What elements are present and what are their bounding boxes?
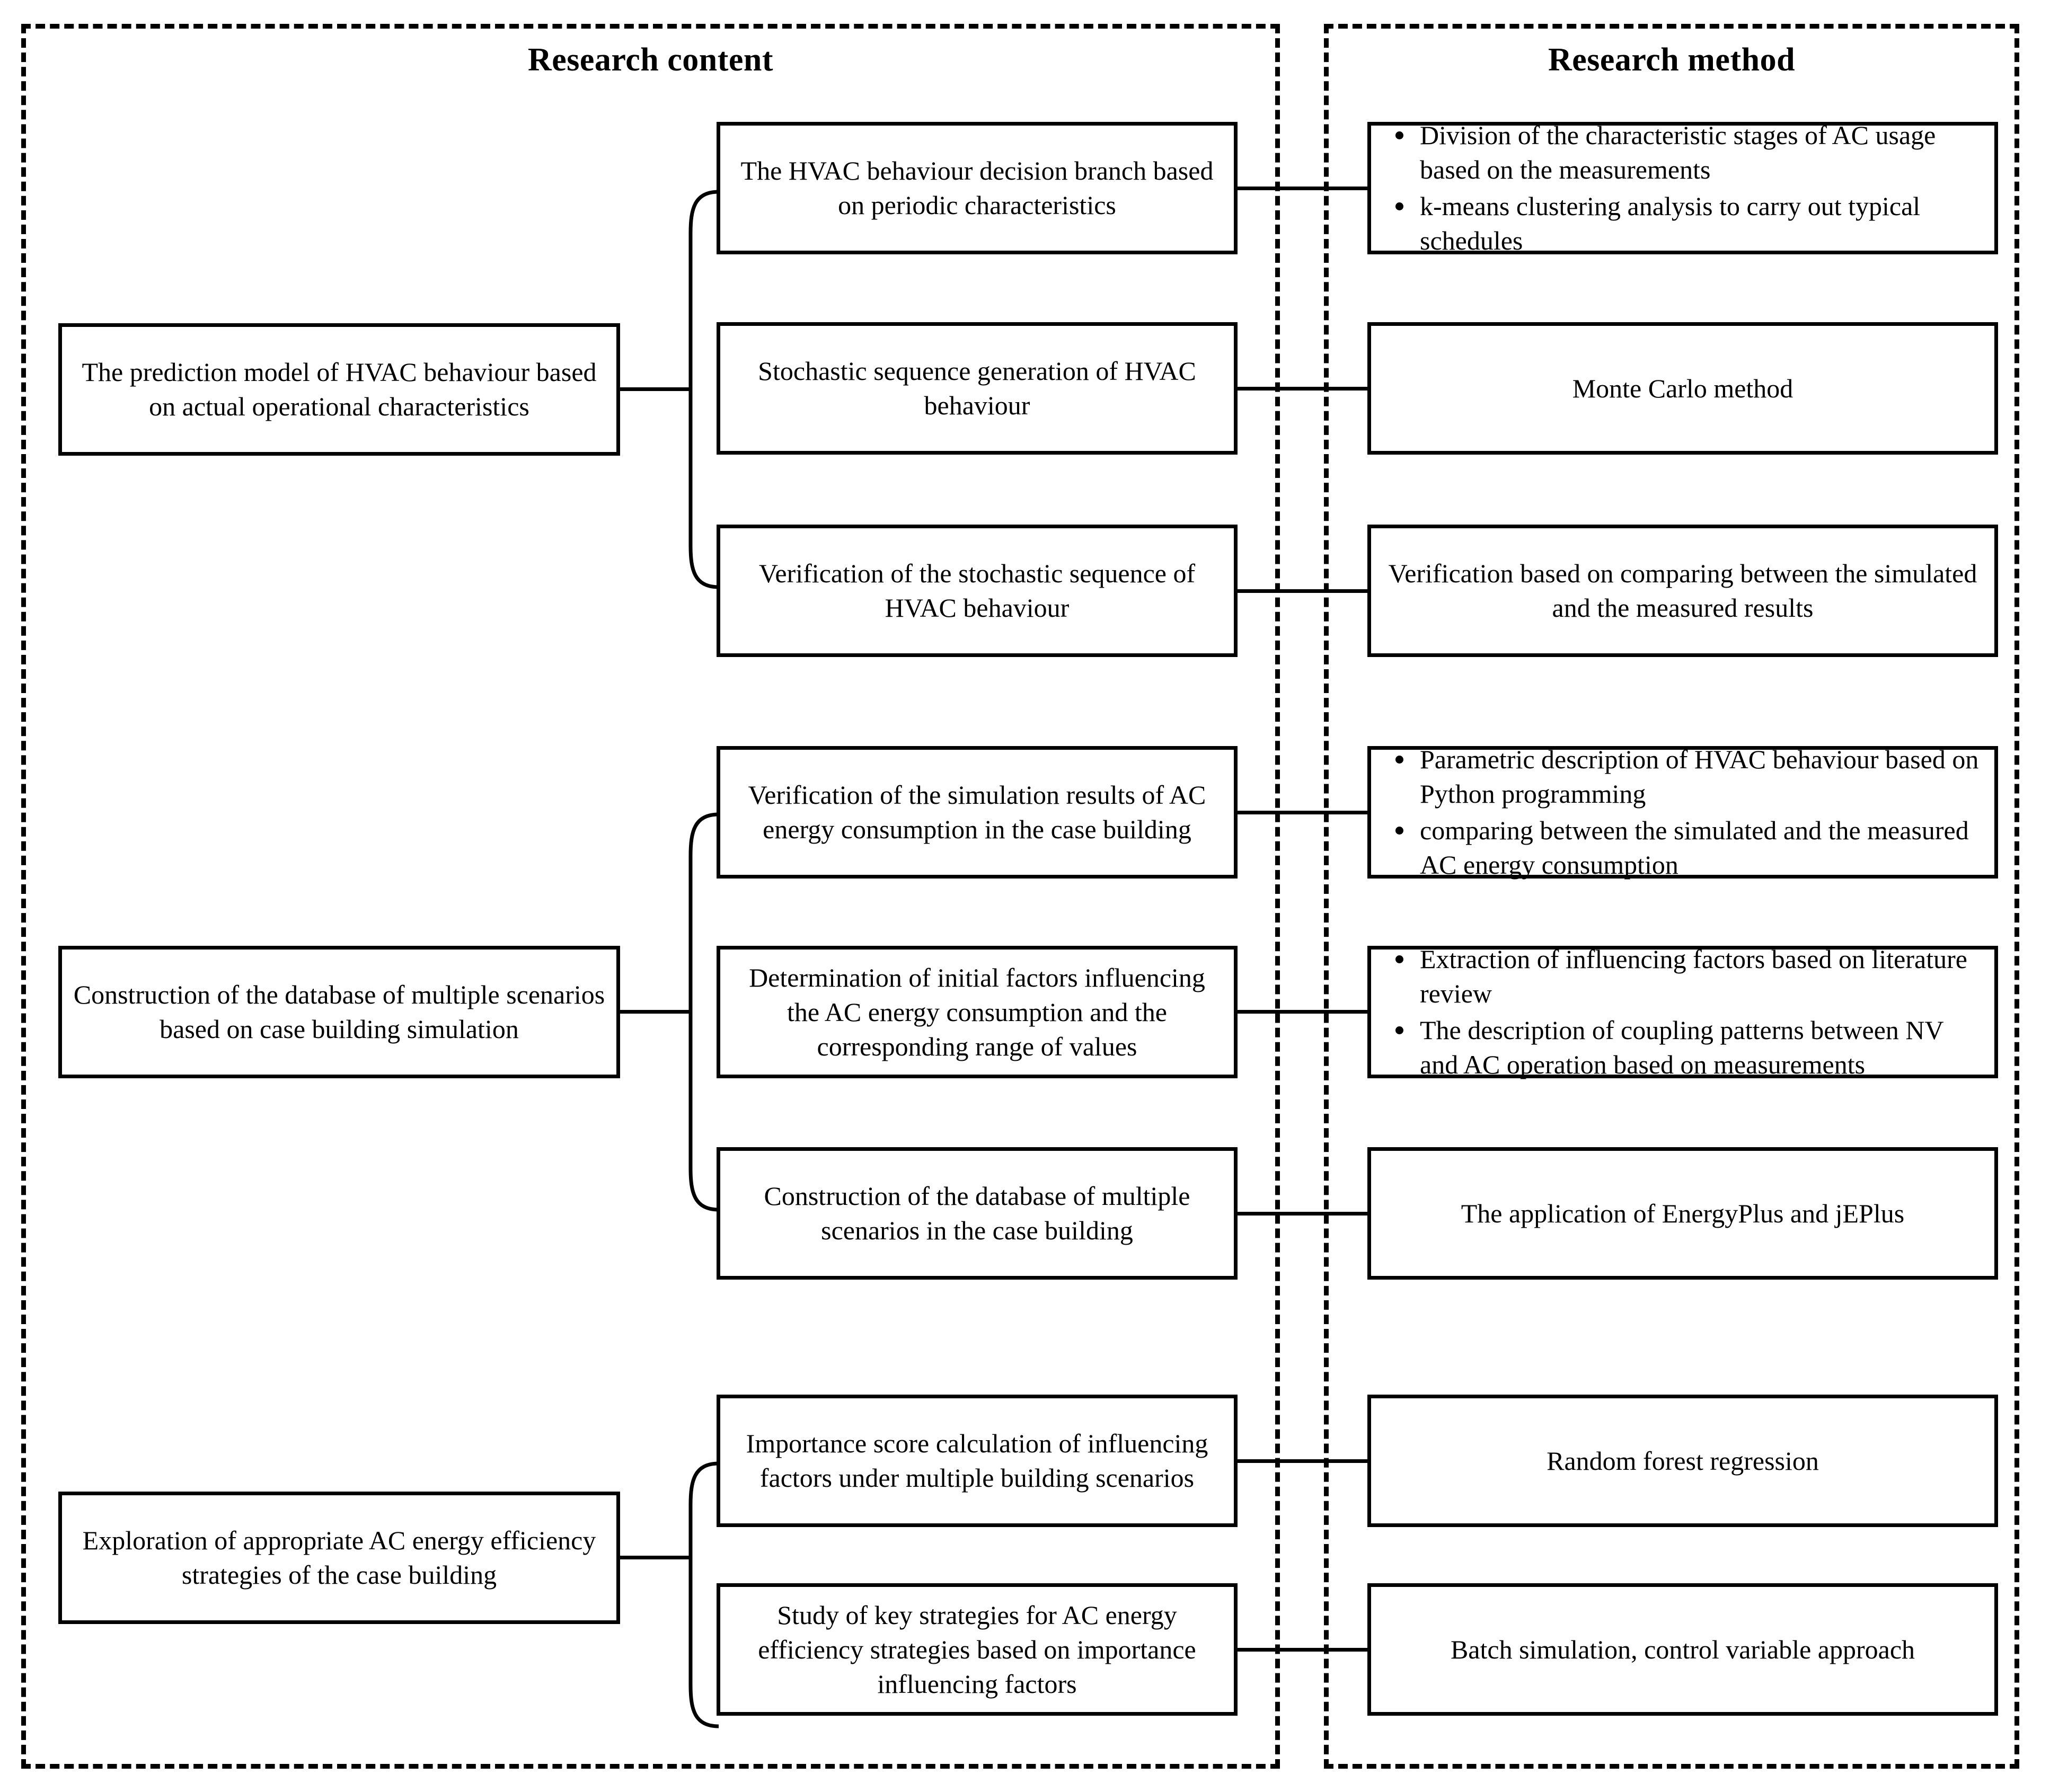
connector-g1-item-3 (1238, 589, 1367, 593)
connector-g1-item-2 (1238, 387, 1367, 391)
connector-g2-item-1 (1238, 811, 1367, 814)
main-node-label: The prediction model of HVAC behaviour b… (82, 357, 597, 421)
method-bullet: The description of coupling patterns bet… (1395, 1013, 1981, 1082)
connector-g3-item-2 (1238, 1648, 1367, 1652)
main-node-group-2[interactable]: Construction of the database of multiple… (58, 946, 620, 1078)
content-node-group-2-item-2[interactable]: Determination of initial factors influen… (717, 946, 1238, 1078)
content-node-label: Importance score calculation of influenc… (746, 1429, 1208, 1493)
research-method-title: Research method (1548, 42, 1796, 78)
connector-g1-item-1 (1238, 187, 1367, 190)
research-method-panel (1324, 24, 2019, 1769)
content-node-group-3-item-2[interactable]: Study of key strategies for AC energy ef… (717, 1583, 1238, 1716)
connector-main-stem-group-3 (620, 1556, 689, 1559)
content-node-group-2-item-3[interactable]: Construction of the database of multiple… (717, 1147, 1238, 1280)
connector-g2-item-3 (1238, 1212, 1367, 1216)
method-node-group-2-item-1[interactable]: Parametric description of HVAC behaviour… (1367, 744, 1998, 880)
content-node-group-3-item-1[interactable]: Importance score calculation of influenc… (717, 1395, 1238, 1527)
method-node-group-2-item-2[interactable]: Extraction of influencing factors based … (1367, 944, 1998, 1079)
content-node-label: Study of key strategies for AC energy ef… (758, 1600, 1196, 1699)
method-node-group-1-item-2[interactable]: Monte Carlo method (1367, 322, 1998, 455)
content-node-label: Verification of the simulation results o… (748, 780, 1206, 844)
method-bullet: k-means clustering analysis to carry out… (1395, 189, 1981, 258)
content-node-label: Verification of the stochastic sequence … (758, 558, 1196, 623)
method-node-group-3-item-2[interactable]: Batch simulation, control variable appro… (1367, 1583, 1998, 1716)
content-node-label: Stochastic sequence generation of HVAC b… (758, 356, 1196, 420)
main-node-group-1[interactable]: The prediction model of HVAC behaviour b… (58, 323, 620, 456)
content-node-label: The HVAC behaviour decision branch based… (740, 156, 1214, 220)
bracket-group-3 (661, 1460, 720, 1730)
content-node-group-1-item-3[interactable]: Verification of the stochastic sequence … (717, 525, 1238, 657)
connector-main-stem-group-2 (620, 1010, 689, 1014)
method-bullet-list: Extraction of influencing factors based … (1371, 942, 1994, 1082)
content-node-label: Construction of the database of multiple… (764, 1181, 1190, 1245)
bracket-group-1 (661, 188, 720, 591)
bracket-group-2 (661, 811, 720, 1213)
main-node-group-3[interactable]: Exploration of appropriate AC energy eff… (58, 1492, 620, 1624)
method-node-group-2-item-3[interactable]: The application of EnergyPlus and jEPlus (1367, 1147, 1998, 1280)
method-bullet: Division of the characteristic stages of… (1395, 118, 1981, 187)
content-node-label: Determination of initial factors influen… (749, 962, 1205, 1061)
main-node-label: Exploration of appropriate AC energy eff… (82, 1525, 596, 1590)
method-node-label: Verification based on comparing between … (1388, 558, 1977, 623)
research-content-panel (21, 24, 1280, 1769)
method-node-group-1-item-3[interactable]: Verification based on comparing between … (1367, 525, 1998, 657)
method-node-label: Batch simulation, control variable appro… (1450, 1634, 1915, 1664)
method-bullet: comparing between the simulated and the … (1395, 813, 1981, 882)
main-node-label: Construction of the database of multiple… (73, 980, 605, 1044)
method-node-group-3-item-1[interactable]: Random forest regression (1367, 1395, 1998, 1527)
method-node-label: Random forest regression (1547, 1445, 1819, 1476)
content-node-group-1-item-1[interactable]: The HVAC behaviour decision branch based… (717, 122, 1238, 254)
method-node-group-1-item-1[interactable]: Division of the characteristic stages of… (1367, 120, 1998, 255)
method-bullet-list: Parametric description of HVAC behaviour… (1371, 742, 1994, 882)
connector-main-stem-group-1 (620, 387, 689, 391)
method-bullet: Extraction of influencing factors based … (1395, 942, 1981, 1011)
connector-g3-item-1 (1238, 1459, 1367, 1463)
content-node-group-1-item-2[interactable]: Stochastic sequence generation of HVAC b… (717, 322, 1238, 455)
method-node-label: Monte Carlo method (1572, 373, 1793, 403)
content-node-group-2-item-1[interactable]: Verification of the simulation results o… (717, 746, 1238, 879)
method-bullet: Parametric description of HVAC behaviour… (1395, 742, 1981, 811)
method-bullet-list: Division of the characteristic stages of… (1371, 118, 1994, 258)
connector-g2-item-2 (1238, 1010, 1367, 1014)
research-content-title: Research content (527, 42, 774, 78)
method-node-label: The application of EnergyPlus and jEPlus (1461, 1198, 1905, 1228)
